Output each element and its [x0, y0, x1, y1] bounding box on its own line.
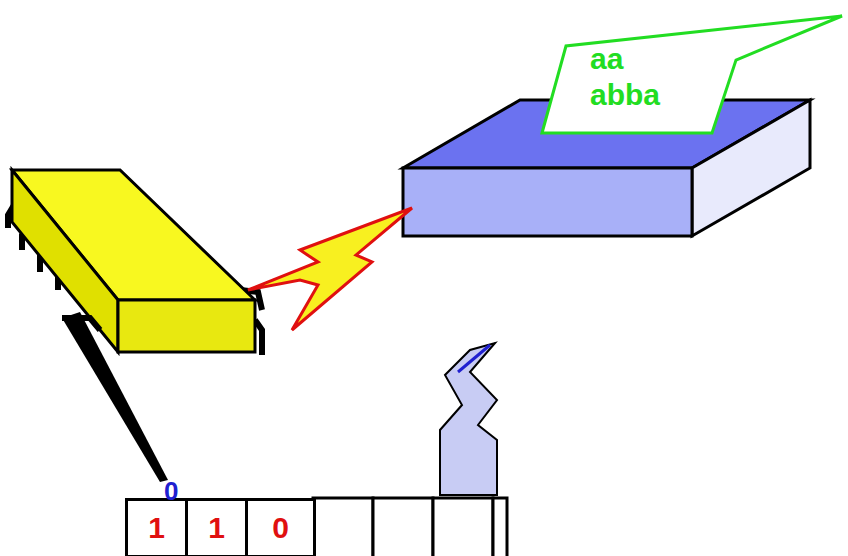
tape-tail-edge: [458, 345, 490, 372]
lightning-bolt: [248, 208, 412, 330]
tape-symbol: 1: [208, 513, 225, 543]
tape-cell: 1: [185, 498, 248, 556]
tape-tail: [440, 343, 497, 495]
box-front: [403, 168, 692, 236]
program-text: aa: [590, 44, 623, 74]
sheet-outline: [540, 14, 845, 136]
chip-side: [12, 170, 118, 352]
chip-front: [118, 300, 255, 352]
program-text: abba: [590, 80, 660, 110]
head-leader: [62, 312, 168, 482]
program-sheet: aa abba: [540, 14, 845, 136]
tape-cell: 1: [125, 498, 188, 556]
tape-cells: [313, 498, 507, 556]
tape-symbol: 1: [148, 513, 165, 543]
tape-symbol: 0: [272, 513, 289, 543]
tape-cell: 0: [245, 498, 316, 556]
leader-leg: [62, 318, 100, 330]
head-symbol: 0: [164, 478, 178, 504]
